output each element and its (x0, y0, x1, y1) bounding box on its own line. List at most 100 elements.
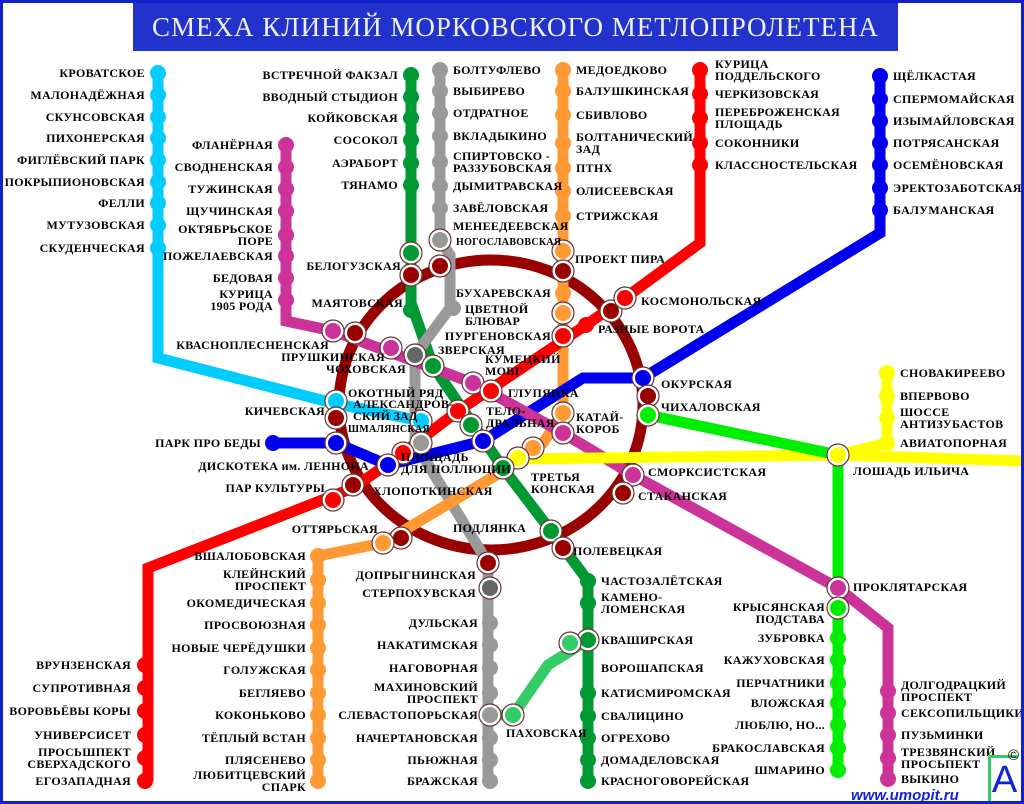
station-label[interactable]: АЭРАБОРТ (331, 156, 398, 170)
station-label[interactable]: НОГОСЛАВОВСКАЯ (456, 237, 562, 248)
station-label[interactable]: ФЕЛЛИ (98, 196, 145, 210)
station-label[interactable]: НОВЫЕ ЧЕРЁДУШКИ (171, 641, 306, 655)
station-label[interactable]: ПЕРЧАТНИКИ (736, 676, 825, 690)
station-label[interactable]: ОКОТНЫЙ РЯД (348, 386, 444, 400)
station-label[interactable]: НАЧЕРТАНОВСКАЯ (355, 731, 478, 745)
station-label[interactable]: ПРОСЬШПЕКТ СВЕРХАДСКОГО (27, 745, 131, 771)
station-label[interactable]: ПОКРЫПИОНОВСКАЯ (4, 175, 145, 189)
station-label[interactable]: СНОВАКИРЕЕВО (900, 366, 1006, 380)
station-label[interactable]: РАЗНЫЕ ВОРОТА (598, 322, 705, 336)
station-label[interactable]: СПЕРМОМАЙСКАЯ (893, 92, 1015, 106)
station-label[interactable]: УНИВЕРСИСЕТ (34, 728, 131, 742)
station-label[interactable]: ШОССЕ АНТИЗУБАСТОВ (900, 405, 1004, 431)
station-label[interactable]: СВАЛИЦИНО (601, 709, 684, 723)
station-label[interactable]: ТРЕТЬЯ КОНСКАЯ (531, 470, 595, 496)
station-label[interactable]: СМОРКСИСТСКАЯ (648, 465, 767, 479)
station-label[interactable]: АВИАТОПОРНАЯ (900, 436, 1008, 450)
station-label[interactable]: КОСМОНОЛЬСКАЯ (641, 294, 762, 308)
station-label[interactable]: НАГОВОРНАЯ (388, 661, 478, 675)
station-label[interactable]: ЦВЕТНОЙ БЛЮВАР (465, 302, 529, 328)
station-label[interactable]: СБИВЛОВО (576, 108, 648, 122)
station-label[interactable]: ВСТРЕЧНОЙ ФАКЗАЛ (262, 68, 398, 82)
station-label[interactable]: ПОЖЕЛАЕВСКАЯ (163, 249, 273, 263)
station-label[interactable]: СВОДНЕНСКАЯ (174, 160, 273, 174)
station-label[interactable]: ПОТРЯСАНСКАЯ (893, 136, 1000, 150)
station-label[interactable]: ЩУЧИНСКАЯ (186, 204, 273, 218)
station-label[interactable]: ВЛОЖСКАЯ (750, 696, 825, 710)
station-label[interactable]: ЧОХОВСКАЯ (326, 362, 406, 376)
station-label[interactable]: ВРУНЗЕНСКАЯ (36, 658, 131, 672)
station-label[interactable]: ГОЛУЖСКАЯ (223, 663, 306, 677)
station-label[interactable]: ОКУРСКАЯ (661, 377, 733, 391)
station-label[interactable]: БОЛТАНИЧЕСКИЙ ЗАД (576, 130, 694, 156)
station-label[interactable]: ЧАСТОЗАЛЁТСКАЯ (601, 574, 723, 588)
station-label[interactable]: ТРЕЗВЯНСКИЙ ПРОСЬПЕКТ (901, 745, 996, 771)
station-label[interactable]: ПРОСВОЮЗНАЯ (204, 618, 306, 632)
station-label[interactable]: ВЫКИНО (901, 772, 960, 786)
station-label[interactable]: МАЯТОВСКАЯ (311, 296, 403, 310)
station-label[interactable]: БЕГЛЯЕВО (238, 686, 306, 700)
station-label[interactable]: ОКТЯБРЬСКОЕ ПОРЕ (178, 222, 273, 248)
station-label[interactable]: ДОЛГОДРАЦКИЙ ПРОСПЕКТ (901, 678, 1007, 704)
station-label[interactable]: КОКОНЬКОВО (215, 708, 306, 722)
station-label[interactable]: ОТТЯРЬСКАЯ (291, 522, 378, 536)
station-label[interactable]: ШМАЛЯНСКАЯ (348, 424, 431, 435)
station-label[interactable]: ПРОКЛЯТАРСКАЯ (853, 580, 968, 594)
station-label[interactable]: ДИСКОТЕКА им. ЛЕННОНА (198, 459, 369, 473)
station-label[interactable]: ОГРЕХОВО (601, 731, 671, 745)
station-label[interactable]: ДОПРЫГНИНСКАЯ (355, 568, 476, 582)
station-label[interactable]: ВОРОВЬЁВЫ КОРЫ (9, 704, 131, 718)
station-label[interactable]: КУМЕЦКИЙ МОВГ (485, 352, 561, 378)
station-label[interactable]: МУТУЗОВСКАЯ (46, 218, 145, 232)
station-label[interactable]: КИЧЕВСКАЯ (244, 404, 325, 418)
station-label[interactable]: МЕДОЕДКОВО (576, 63, 668, 77)
station-label[interactable]: ПЕРЕБРОЖЕНСКАЯ ПЛОЩАДЬ (715, 105, 841, 131)
station-label[interactable]: СКУНСОВСКАЯ (45, 110, 145, 124)
station-label[interactable]: ПИХОНЕРСКАЯ (46, 131, 145, 145)
station-label[interactable]: КОЙКОВСКАЯ (307, 111, 398, 125)
station-label[interactable]: КАЖУХОВСКАЯ (723, 653, 825, 667)
station-label[interactable]: ВВОДНЫЙ СТЫДИОН (262, 90, 398, 104)
website-link[interactable]: www.umopit.ru (851, 787, 959, 804)
station-label[interactable]: ЧИХАЛОВСКАЯ (661, 400, 761, 414)
station-label[interactable]: СОКОННИКИ (715, 136, 800, 150)
station-label[interactable]: ЛЮБИТЦЕВСКИЙ СПАРК (193, 768, 306, 794)
station-label[interactable]: ТЯНАМО (341, 178, 398, 192)
station-label[interactable]: КЛЕЙНСКИЙ ПРОСПЕКТ (222, 567, 306, 593)
station-label[interactable]: ШМАРИНО (754, 763, 825, 777)
station-label[interactable]: БАЛУШКИНСКАЯ (576, 84, 690, 98)
station-label[interactable]: ПРУШКИНСКАЯ (281, 350, 385, 364)
station-label[interactable]: ПОДЛЯНКА (453, 521, 527, 535)
station-label[interactable]: ПАХОВСКАЯ (506, 726, 587, 740)
station-label[interactable]: КРОВАТСКОЕ (59, 66, 145, 80)
station-label[interactable]: ВШАЛОБОВСКАЯ (194, 549, 306, 563)
station-label[interactable]: КУРИЦА 1905 РОДА (210, 287, 273, 313)
station-label[interactable]: ВКЛАДЫКИНО (453, 129, 548, 143)
station-label[interactable]: МЕНЕЕДЕЕВСКАЯ (453, 219, 569, 233)
station-label[interactable]: ФИГЛЁВСКИЙ ПАРК (17, 153, 145, 167)
station-label[interactable]: ПАР КУЛЬТУРЫ (225, 481, 325, 495)
station-label[interactable]: ПОЛЕВЕЦКАЯ (573, 544, 663, 558)
station-label[interactable]: СЛЕВАСТОПОРЬСКАЯ (338, 708, 478, 722)
station-label[interactable]: БАЛУМАНСКАЯ (893, 203, 995, 217)
station-label[interactable]: ЕГОЗАПАДНАЯ (35, 774, 131, 788)
station-label[interactable]: ПЛОЩАДЬ ДЛЯ ПОЛЛЮЦИИ (401, 450, 511, 476)
station-label[interactable]: НАКАТИМСКАЯ (377, 638, 478, 652)
station-label[interactable]: ЛЮБЛЮ, НО... (735, 718, 825, 732)
station-label[interactable]: ЗВЕРСКАЯ (438, 343, 505, 357)
station-label[interactable]: МАЛОНАДЁЖНАЯ (30, 88, 145, 102)
station-label[interactable]: ЭРЕКТОЗАБОТСКАЯ (893, 181, 1022, 195)
station-label[interactable]: КВАШИРСКАЯ (601, 633, 694, 647)
station-label[interactable]: БОЛТУФЛЕВО (453, 63, 542, 77)
station-label[interactable]: КУРИЦА ПОДДЕЛЬСКОГО (715, 57, 821, 83)
station-label[interactable]: КВАСНОПЛЕСНЕНСКАЯ (176, 338, 329, 352)
station-label[interactable]: ПТНХ (576, 161, 613, 175)
station-label[interactable]: СКУДЕНЧЕСКАЯ (39, 241, 145, 255)
station-label[interactable]: СПИРТОВСКО - РАЗЗУБОВСКАЯ (453, 149, 552, 175)
station-label[interactable]: СТЕРПОХУВСКАЯ (362, 586, 476, 600)
station-label[interactable]: ВОРОШАПСКАЯ (601, 661, 704, 675)
station-label[interactable]: ЗАВЁЛОВСКАЯ (453, 201, 549, 215)
station-label[interactable]: ПУЗЬМИНКИ (901, 728, 984, 742)
station-label[interactable]: ДОМАДЕЛОВСКАЯ (601, 753, 720, 767)
station-label[interactable]: ЗУБРОВКА (757, 631, 825, 645)
